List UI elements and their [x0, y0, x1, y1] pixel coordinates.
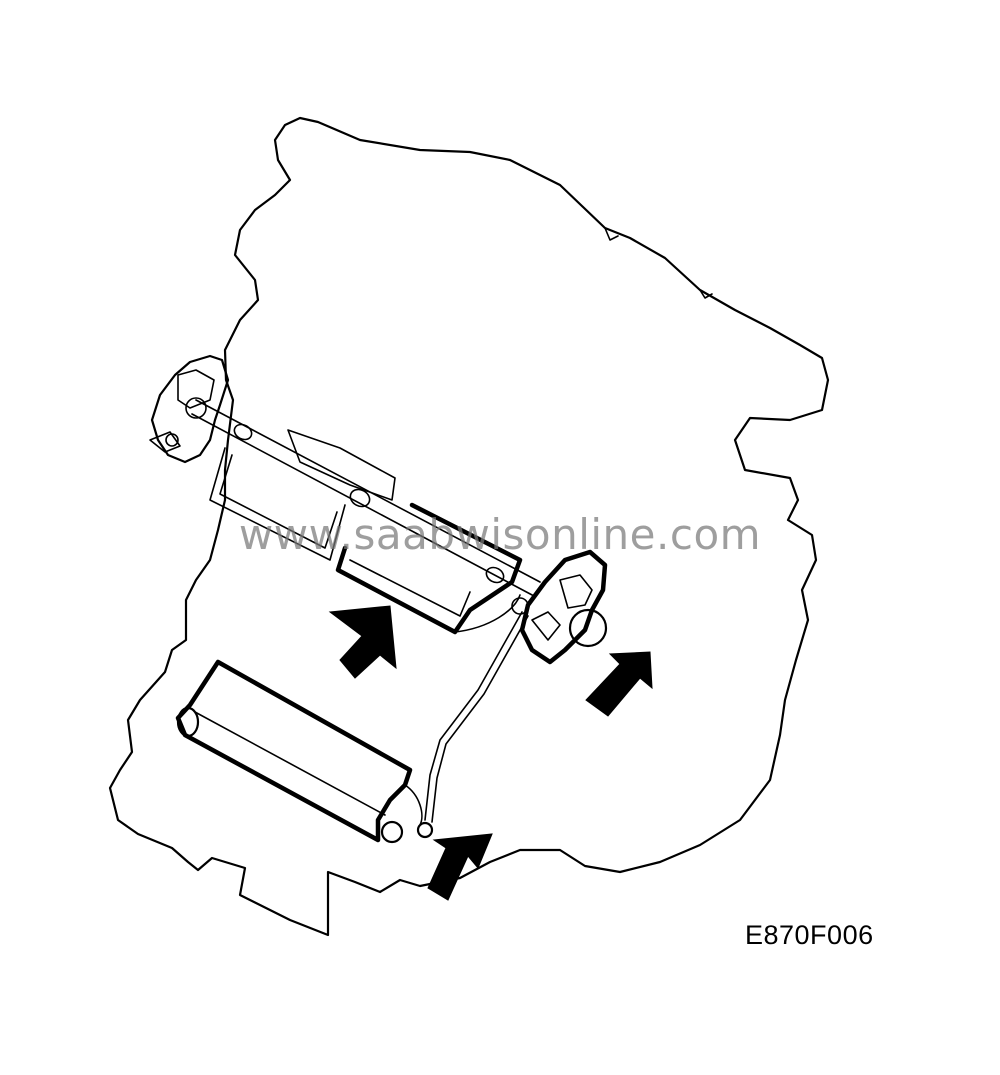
upper-radiator-panel: [287, 429, 396, 501]
upper-intercooler: [335, 502, 523, 635]
callout-arrow-bottom: [427, 833, 493, 901]
left-bracket-bolt: [185, 397, 207, 419]
upper-intercooler-inner: [349, 559, 471, 617]
figure-code: E870F006: [745, 920, 874, 950]
throttle-body-detail: [531, 611, 561, 641]
engine-notch: [699, 289, 713, 299]
lower-coupling: [380, 820, 404, 844]
lower-coupling: [416, 821, 434, 839]
upper-tube: [191, 413, 535, 597]
tube-coupling: [349, 488, 371, 508]
lower-intercooler-endcap: [176, 706, 200, 738]
left-bracket-detail: [149, 431, 181, 453]
tube-coupling: [233, 423, 253, 441]
callout-arrow-right: [585, 651, 653, 717]
upper-intercooler-end: [454, 594, 521, 633]
left-bracket: [150, 354, 230, 464]
tube-coupling: [485, 566, 505, 584]
lower-intercooler-end: [404, 784, 423, 826]
engine-notch: [604, 227, 619, 241]
watermark-text: www.saabwisonline.com: [238, 510, 762, 559]
left-bracket-detail: [177, 369, 215, 409]
upper-hose-left: [219, 454, 338, 549]
callout-arrow-upper: [328, 605, 397, 679]
left-bracket-bolt: [165, 433, 179, 447]
lower-intercooler-tube: [194, 711, 386, 816]
throttle-body-detail: [559, 574, 593, 609]
connecting-pipe: [431, 615, 529, 823]
lower-intercooler: [175, 659, 413, 843]
connecting-pipe: [424, 611, 523, 821]
upper-hose-left: [209, 447, 346, 561]
engine-outline: [108, 116, 830, 937]
throttle-plate: [568, 608, 608, 648]
upper-tube: [195, 399, 541, 583]
throttle-body: [519, 549, 608, 665]
